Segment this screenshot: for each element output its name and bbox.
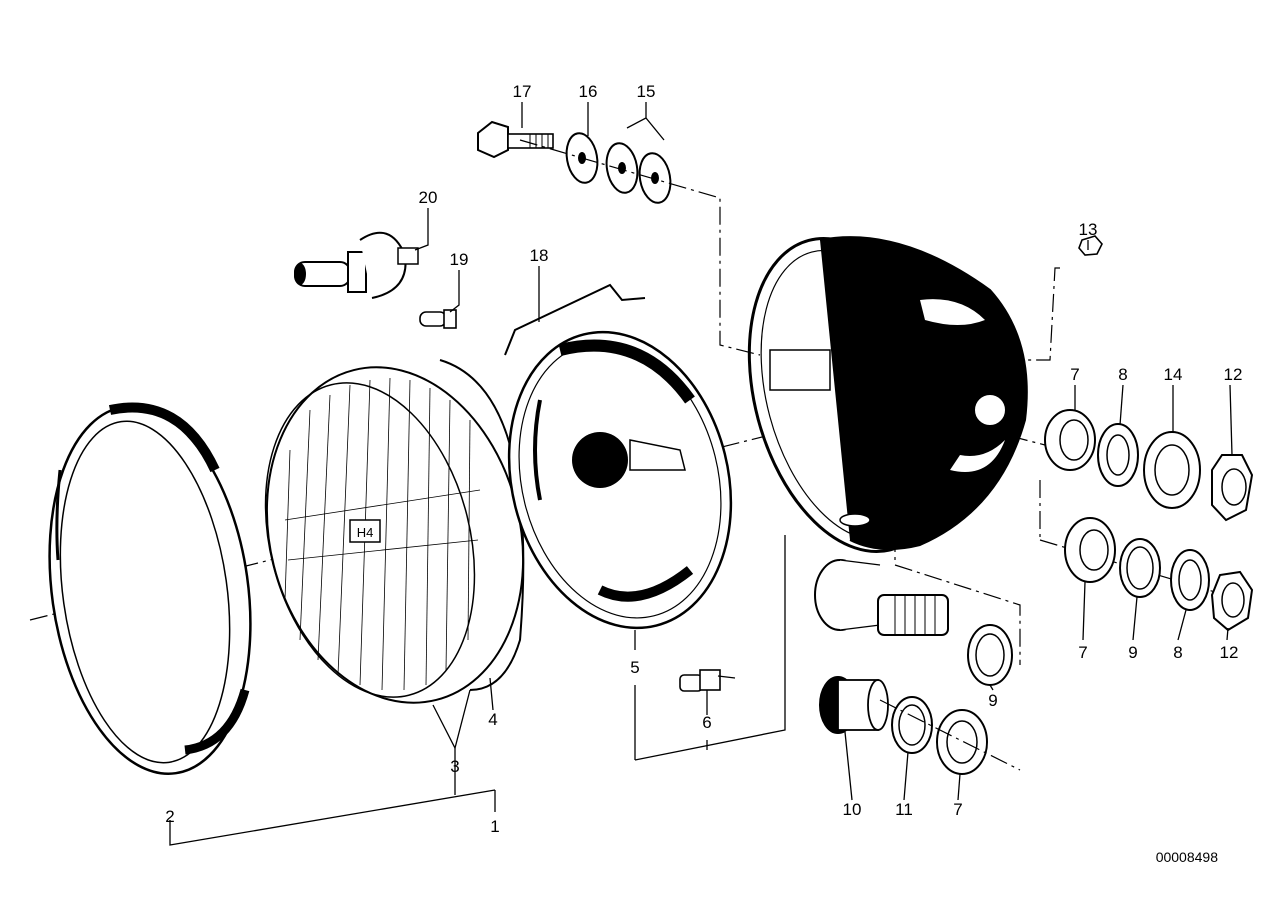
bulb-socket — [679, 669, 736, 692]
label-7-middle: 7 — [1078, 643, 1087, 662]
label-19: 19 — [450, 250, 469, 269]
switch-axis-dashed — [894, 410, 1021, 665]
label-4: 4 — [488, 710, 497, 729]
label-8-top: 8 — [1118, 365, 1127, 384]
label-9-lower: 9 — [988, 691, 997, 710]
label-18: 18 — [530, 246, 549, 265]
washer-15b — [638, 152, 672, 204]
retaining-spring — [504, 283, 646, 356]
leader-lines — [169, 102, 1233, 846]
label-12-middle: 12 — [1220, 643, 1239, 662]
label-7-lower: 7 — [953, 800, 962, 819]
bolt-axis-dashed — [519, 139, 761, 356]
washer-11 — [891, 696, 933, 754]
small-nut — [1078, 235, 1103, 256]
label-20: 20 — [419, 188, 438, 207]
headlight-lens: H4 — [264, 366, 525, 704]
label-13: 13 — [1079, 220, 1098, 239]
lock-washer-8-top — [1097, 423, 1139, 487]
washer-9-lower — [967, 624, 1013, 686]
washer-7-lower — [936, 709, 988, 775]
label-12-top: 12 — [1224, 365, 1243, 384]
svg-text:H4: H4 — [357, 525, 374, 540]
lock-washer-8-middle — [1170, 549, 1210, 611]
label-2: 2 — [165, 807, 174, 826]
headlight-housing — [747, 236, 1028, 553]
hex-nut-12-top — [1211, 454, 1254, 522]
label-9-middle: 9 — [1128, 643, 1137, 662]
switch-body — [814, 559, 949, 636]
label-6: 6 — [702, 713, 711, 732]
washer-7-top — [1044, 409, 1096, 471]
hex-nut-12-middle — [1210, 570, 1254, 632]
label-11: 11 — [895, 800, 913, 819]
nut-14 — [1143, 431, 1201, 509]
washer-9-middle — [1119, 538, 1161, 598]
label-16: 16 — [579, 82, 598, 101]
reference-number: 00008498 — [1156, 849, 1219, 865]
reflector — [507, 330, 733, 630]
label-3: 3 — [450, 757, 459, 776]
label-5: 5 — [630, 658, 639, 677]
lens-seal-edge — [439, 359, 525, 691]
washer-7-middle — [1064, 517, 1116, 583]
label-14: 14 — [1164, 365, 1183, 384]
washer-15a — [605, 142, 639, 194]
label-10: 10 — [843, 800, 862, 819]
label-1: 1 — [490, 817, 499, 836]
rim-ring — [48, 402, 252, 775]
label-8-middle: 8 — [1173, 643, 1182, 662]
threaded-sleeve-10 — [819, 676, 889, 734]
label-15: 15 — [637, 82, 656, 101]
sleeve-axis-dashed — [879, 699, 1021, 771]
label-17: 17 — [513, 82, 532, 101]
h4-bulb — [294, 231, 419, 299]
nut-leader-dashed — [1020, 267, 1060, 361]
label-7-top: 7 — [1070, 365, 1079, 384]
parking-bulb — [419, 309, 457, 329]
mounting-bolt — [477, 120, 554, 159]
